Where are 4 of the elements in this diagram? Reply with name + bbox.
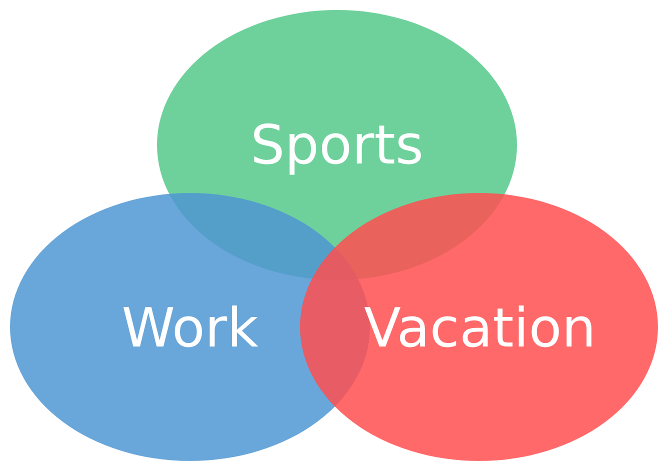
set-label: Sports [250,114,424,176]
set-label: Vacation [364,296,596,360]
set-label: Work [122,296,258,360]
venn-ellipse [300,193,658,461]
